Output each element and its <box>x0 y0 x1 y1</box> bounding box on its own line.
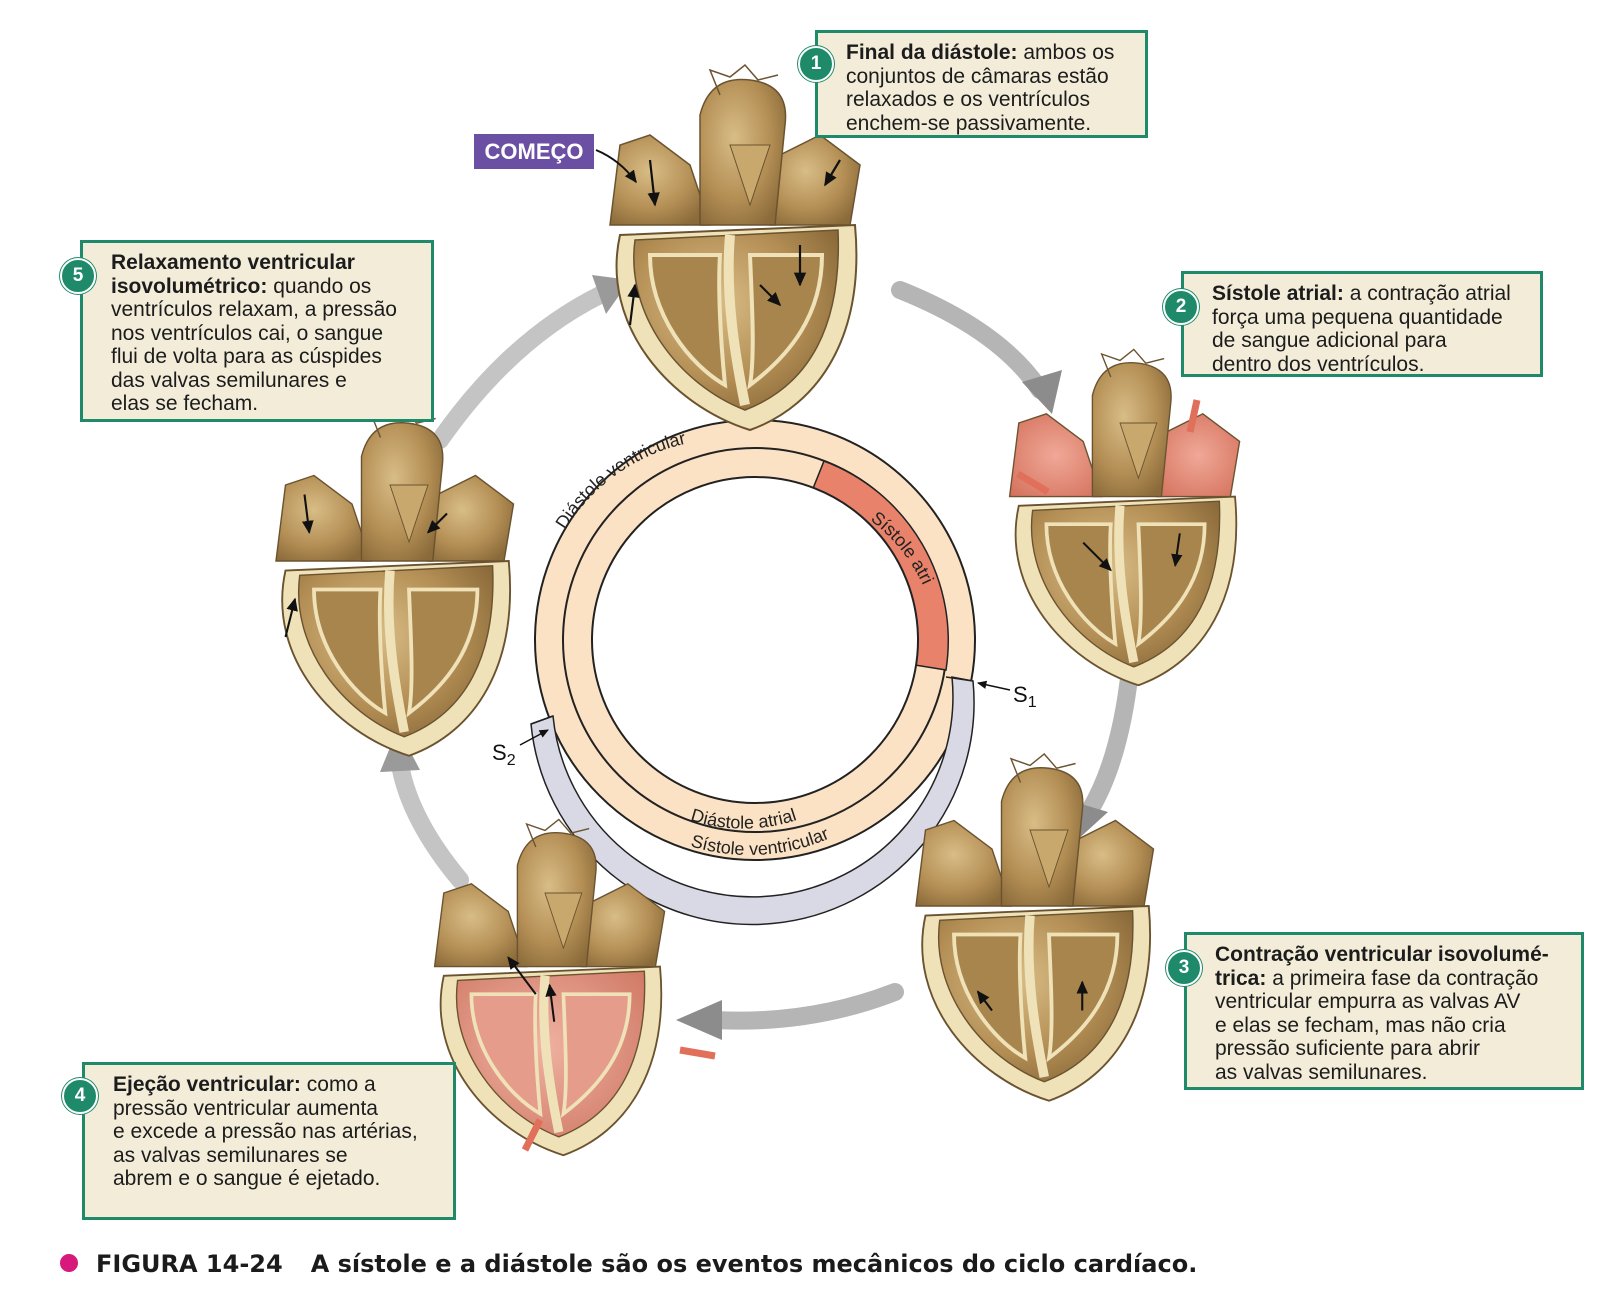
step-text-line: enchem-se passivamente. <box>846 111 1092 135</box>
step-text-line: força uma pequena quantidade <box>1212 305 1503 329</box>
step-text-line: e excede a pressão nas artérias, <box>113 1120 418 1143</box>
caption-text: A sístole e a diástole são os eventos me… <box>310 1250 1198 1278</box>
pink-arrow-atrium-right <box>1186 399 1201 433</box>
arrow-2-to-3 <box>1081 661 1139 819</box>
step-text-line: das valvas semilunares e <box>111 368 347 392</box>
arrowhead-3-to-4 <box>676 1000 722 1040</box>
step-text-line: pressão ventricular aumenta <box>113 1096 378 1120</box>
step-title: Relaxamento ventricular <box>111 251 355 274</box>
step-text-line: ventricular empurra as valvas AV <box>1215 990 1521 1013</box>
step-number-badge: 3 <box>1166 950 1202 986</box>
step-text-line: a primeira fase da contração <box>1272 966 1539 990</box>
caption-bullet-icon <box>60 1254 78 1272</box>
step-3-box: Contração ventricular isovolumé-trica: a… <box>1184 932 1584 1090</box>
step-title: Contração ventricular isovolumé- <box>1215 943 1549 966</box>
step-text-line: as valvas semilunares. <box>1215 1060 1428 1084</box>
start-pointer <box>595 149 637 184</box>
figure-caption: FIGURA 14-24 A sístole e a diástole são o… <box>60 1246 1197 1282</box>
step-text-line: dentro dos ventrículos. <box>1212 352 1425 376</box>
step-number-badge: 1 <box>798 46 834 82</box>
heart-step-5 <box>275 408 515 757</box>
step-text-line: a contração atrial <box>1349 282 1511 305</box>
ventricular-systole-band <box>530 676 975 926</box>
arrow-1-to-2 <box>891 281 1049 399</box>
step-text-line: como a <box>306 1073 376 1096</box>
step-title: Ejeção ventricular: <box>113 1073 301 1096</box>
step-text-line: as valvas semilunares se <box>113 1143 348 1167</box>
step-text-line: nos ventrículos cai, o sangue <box>111 321 383 345</box>
s1-pointer <box>976 680 1011 691</box>
heart-step-3 <box>915 753 1155 1102</box>
arrow-3-to-4 <box>706 983 904 1030</box>
step-text-line: quando os <box>273 274 372 298</box>
pink-arrow-ventricle-right <box>679 1046 716 1060</box>
step-title-cont: trica: <box>1215 966 1267 990</box>
heart-step-4 <box>433 818 666 1157</box>
arrow-5-to-1 <box>431 286 609 449</box>
s2-pointer <box>519 729 549 746</box>
heart-step-2 <box>1008 348 1241 687</box>
step-number-badge: 2 <box>1163 289 1199 325</box>
step-text-line: de sangue adicional para <box>1212 329 1447 352</box>
ring-center <box>591 476 919 804</box>
heart-step-1 <box>609 63 861 432</box>
pink-arrow-atrium-left <box>1016 470 1050 496</box>
step-title-cont: isovolumétrico: <box>111 274 268 298</box>
step-text-line: relaxados e os ventrículos <box>846 88 1090 111</box>
step-text-line: ventrículos relaxam, a pressão <box>111 298 397 321</box>
step-title: Sístole atrial: <box>1212 282 1344 305</box>
start-label: COMEÇO <box>474 134 594 169</box>
step-number-badge: 5 <box>60 258 96 294</box>
arrowhead-1-to-2 <box>1022 370 1062 414</box>
s2-label: S2 <box>492 740 516 769</box>
step-number-badge: 4 <box>62 1078 98 1114</box>
step-text-line: e elas se fecham, mas não cria <box>1215 1013 1506 1037</box>
s1-label: S1 <box>1013 682 1037 711</box>
step-text-line: elas se fecham. <box>111 392 259 415</box>
arrow-4-to-5 <box>391 756 469 889</box>
step-text-line: ambos os <box>1023 41 1115 64</box>
figure-number: FIGURA 14-24 <box>96 1250 283 1278</box>
step-title: Final da diástole: <box>846 41 1018 64</box>
step-text-line: flui de volta para as cúspides <box>111 345 382 368</box>
pink-arrow-ventricle-bottom <box>521 1118 544 1152</box>
step-text-line: pressão suficiente para abrir <box>1215 1037 1480 1060</box>
step-text-line: abrem e o sangue é ejetado. <box>113 1167 381 1190</box>
step-text-line: conjuntos de câmaras estão <box>846 64 1109 88</box>
